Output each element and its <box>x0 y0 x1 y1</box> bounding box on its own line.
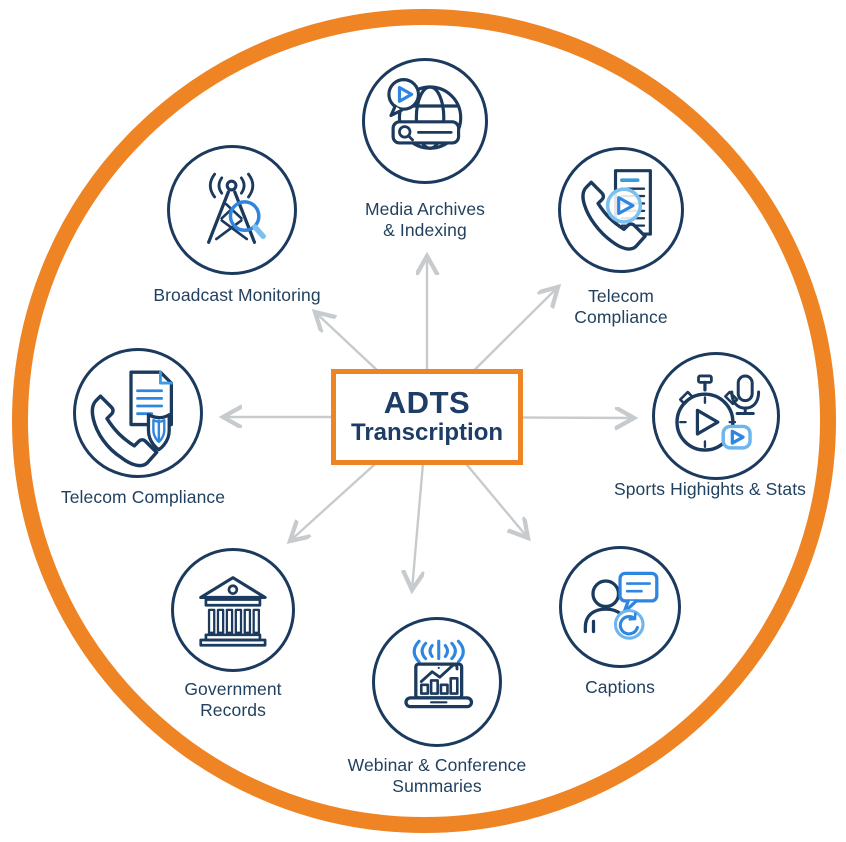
stopwatch-mic-play-icon <box>675 374 761 453</box>
label-captions: Captions <box>490 677 750 698</box>
label-line: Captions <box>585 677 655 697</box>
label-line: Telecom Compliance <box>60 487 226 507</box>
node-captions-circle <box>559 546 681 668</box>
globe-search-play-icon <box>387 78 463 151</box>
label-line: Summaries <box>392 776 482 797</box>
node-government-records-circle <box>171 548 295 672</box>
radio-tower-magnifier-icon <box>207 173 267 245</box>
government-building-icon <box>199 576 267 647</box>
label-government-records: Government Records <box>103 679 363 722</box>
center-title-box: ADTS Transcription <box>331 369 523 465</box>
laptop-chart-broadcast-icon <box>404 640 474 709</box>
node-webinar-circle <box>372 617 502 747</box>
node-media-archives-circle <box>362 58 488 184</box>
label-telecom-compliance-left: Telecom Compliance <box>13 487 273 508</box>
label-broadcast-monitoring: Broadcast Monitoring <box>107 285 367 306</box>
label-line: & Indexing <box>383 220 467 241</box>
label-line: Government <box>184 679 282 699</box>
label-line: Sports Highights & Stats <box>613 479 807 499</box>
node-telecom-compliance-left-circle <box>73 348 203 478</box>
label-line: Webinar & Conference <box>347 755 527 775</box>
label-line: Media Archives <box>364 199 486 219</box>
label-line: Telecom <box>588 286 654 306</box>
node-telecom-compliance-top-right-circle <box>558 147 684 273</box>
label-line: Broadcast Monitoring <box>153 285 321 305</box>
person-speech-bubble-refresh-icon <box>583 571 659 640</box>
node-broadcast-monitoring-circle <box>167 145 297 275</box>
phone-document-play-icon <box>581 169 653 251</box>
center-subtitle: Transcription <box>350 419 504 447</box>
label-webinar: Webinar & Conference Summaries <box>307 755 567 798</box>
label-line: Compliance <box>574 307 668 328</box>
label-sports-highlights: Sports Highights & Stats <box>580 479 840 500</box>
label-media-archives: Media Archives & Indexing <box>295 199 555 242</box>
outer-orange-ring <box>12 9 836 833</box>
label-telecom-compliance-top-right: Telecom Compliance <box>491 286 751 329</box>
label-line: Records <box>200 700 266 721</box>
phone-document-shield-icon <box>91 370 174 468</box>
node-sports-highlights-circle <box>652 352 780 480</box>
center-title: ADTS <box>383 384 471 420</box>
